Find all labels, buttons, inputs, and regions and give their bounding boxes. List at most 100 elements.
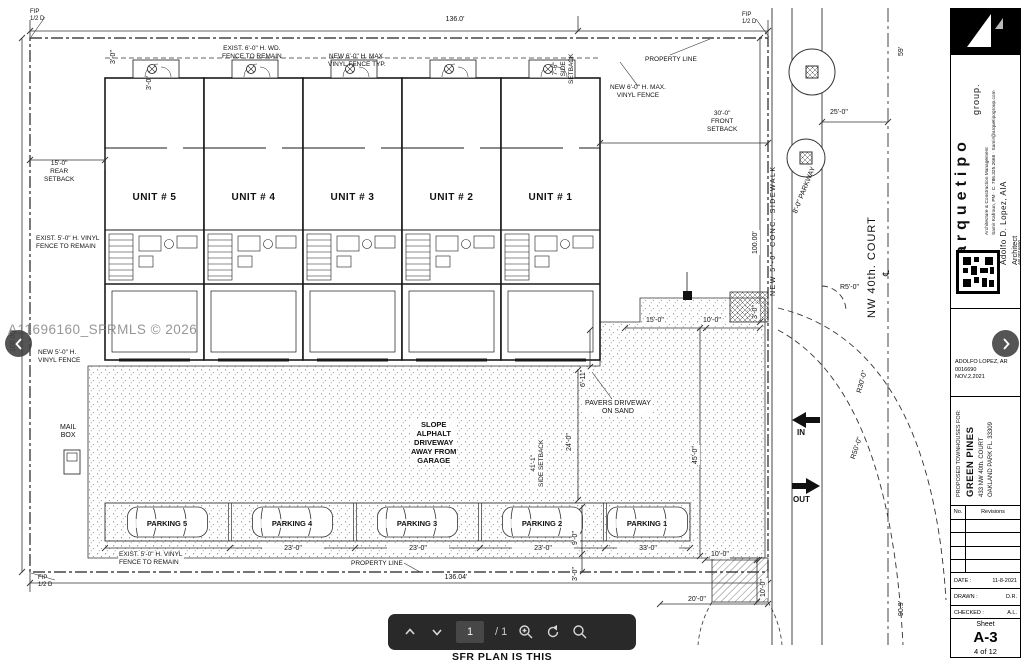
fip-marker-top-left: FIP 1/2 D bbox=[30, 9, 45, 23]
dim-label-3-a: 3'-0" bbox=[110, 50, 117, 64]
arquetipo-logo-mark bbox=[956, 250, 1000, 294]
page-number-input[interactable] bbox=[456, 621, 484, 643]
firm-tagline: Architecture & Construction Management bbox=[985, 147, 990, 235]
drawn-label: DRAWN : bbox=[954, 593, 978, 600]
revisions-empty-row bbox=[951, 533, 1020, 547]
parking-label-4: PARKING 4 bbox=[257, 519, 327, 528]
dim-label-23-b: 23'-0" bbox=[387, 545, 449, 554]
chevron-right-icon bbox=[1002, 337, 1010, 350]
photo-caption: SFR PLAN IS THIS bbox=[452, 651, 553, 663]
arquetipo-logo-triangle-icon bbox=[967, 14, 1003, 47]
unit-label-5: UNIT # 5 bbox=[132, 192, 177, 203]
unit-label-4: UNIT # 4 bbox=[231, 192, 276, 203]
sheet-number-box: Sheet A-3 4 of 12 bbox=[951, 619, 1020, 657]
mailbox-label: MAIL BOX bbox=[60, 424, 77, 440]
document-viewer-toolbar: / 1 bbox=[388, 614, 636, 650]
checked-row: CHECKED : A.L. bbox=[951, 606, 1020, 621]
dim-label-3-bottom: 3'-0" bbox=[572, 566, 581, 582]
slope-note: SLOPE ALPHALT DRIVEWAY AWAY FROM GARAGE bbox=[410, 420, 458, 465]
rotate-button[interactable] bbox=[545, 624, 561, 640]
dim-label-3-b: 3'-0" bbox=[146, 76, 153, 90]
dim-label-45: 45'-0" bbox=[692, 445, 701, 465]
fence-note-vinyl-right: NEW 6'-0" H. MAX. VINYL FENCE bbox=[610, 84, 666, 99]
fence-note-wood-top: EXIST. 6'-0" H. WD. FENCE TO REMAIN bbox=[222, 45, 282, 60]
out-arrow-label: OUT bbox=[793, 495, 810, 504]
street-name-label: NW 40th. COURT bbox=[866, 216, 878, 318]
mls-watermark: A11696160_SFRMLS © 2026 bbox=[8, 322, 198, 337]
street-dim-bottom: 90.9' bbox=[898, 601, 905, 616]
dim-label-10-c: 10'-0" bbox=[760, 578, 769, 598]
architect-name: Adolfo D. Lopez, AIA bbox=[999, 181, 1008, 265]
architect-stamp-box: ADOLFO LOPEZ, AR 0016690 NOV.2.2021 bbox=[951, 309, 1020, 397]
setback-label-front: 30'-0" FRONT SETBACK bbox=[707, 110, 738, 133]
zoom-in-button[interactable] bbox=[518, 624, 534, 640]
chevron-down-icon bbox=[432, 629, 442, 636]
unit-label-1: UNIT # 1 bbox=[528, 192, 573, 203]
prev-photo-button[interactable] bbox=[5, 330, 32, 357]
dim-label-lot-depth-right: 100.00' bbox=[752, 230, 761, 255]
dim-label-lot-width-top: 136.0' bbox=[445, 16, 465, 23]
setback-label-side-top: 7'-6" SIDE SETBACK bbox=[552, 53, 575, 84]
unit-label-2: UNIT # 2 bbox=[429, 192, 474, 203]
fence-note-exist-bottom: EXIST. 5'-0" H. VINYL FENCE TO REMAIN bbox=[118, 551, 184, 567]
dim-label-lot-width-bottom: 136.04' bbox=[425, 574, 487, 583]
in-arrow-label: IN bbox=[797, 428, 805, 437]
dim-label-15: 15'-0" bbox=[645, 317, 665, 326]
property-line-label-top: PROPERTY LINE bbox=[645, 56, 697, 63]
revisions-table: No. Revisions bbox=[951, 506, 1020, 573]
fence-note-exist-left: EXIST. 5'-0" H. VINYL FENCE TO REMAIN bbox=[36, 235, 100, 250]
street-dim-top: 59' bbox=[898, 46, 905, 56]
date-row: DATE : 11-8-2021 bbox=[951, 573, 1020, 590]
parking-label-1: PARKING 1 bbox=[612, 519, 682, 528]
revisions-no-header: No. bbox=[951, 506, 966, 519]
dim-label-9: 9'-0" bbox=[572, 530, 581, 546]
rotate-icon bbox=[548, 625, 559, 638]
dim-label-10-b: 10'-0" bbox=[710, 551, 730, 560]
page-up-button[interactable] bbox=[402, 624, 418, 640]
dim-label-25: 25'-0" bbox=[830, 109, 848, 116]
dim-label-23-a: 23'-0" bbox=[262, 545, 324, 554]
checked-label: CHECKED : bbox=[954, 610, 984, 617]
stamp-name: ADOLFO LOPEZ, AR 0016690 bbox=[955, 359, 1008, 373]
revisions-title-header: Revisions bbox=[981, 509, 1005, 516]
drawn-row: DRAWN : D.R. bbox=[951, 589, 1020, 606]
revisions-empty-row bbox=[951, 519, 1020, 533]
dim-label-33: 33'-0" bbox=[617, 545, 679, 554]
drawn-value: D.R. bbox=[1006, 593, 1017, 600]
firm-contact: Samir Kafroun, PM · C. 786.325.2666 · Sa… bbox=[992, 90, 997, 235]
project-info-box: PROPOSED TOWNHOUSES FOR: GREEN PINES 433… bbox=[951, 397, 1020, 506]
dim-label-24: 24'-0" bbox=[566, 432, 575, 452]
page-total: / 1 bbox=[495, 626, 508, 638]
fip-marker-bottom-left: FIP 1/2 D bbox=[38, 575, 53, 589]
date-label: DATE : bbox=[954, 577, 972, 584]
project-label: PROPOSED TOWNHOUSES FOR: bbox=[956, 409, 962, 497]
next-photo-button[interactable] bbox=[992, 330, 1019, 357]
titleblock: arquetipo group. Architecture & Construc… bbox=[950, 8, 1022, 658]
setback-label-side-mid: 41'-1" SIDE SETBACK bbox=[530, 438, 546, 488]
zoom-button[interactable] bbox=[572, 624, 588, 640]
page-down-button[interactable] bbox=[429, 624, 445, 640]
property-line-label-bottom: PROPERTY LINE bbox=[350, 560, 404, 568]
dim-label-3-right: 3'-0" bbox=[752, 304, 761, 320]
dim-label-10-a: 10'-0" bbox=[702, 317, 722, 326]
brand-text: arquetipo bbox=[953, 137, 970, 255]
parking-label-2: PARKING 2 bbox=[507, 519, 577, 528]
revisions-empty-row bbox=[951, 560, 1020, 573]
magnifier-icon bbox=[573, 625, 587, 639]
architect-registration: AR 0016690 bbox=[1017, 239, 1022, 265]
date-value: 11-8-2021 bbox=[992, 577, 1017, 584]
dim-label-6-11: 6'-11" bbox=[580, 368, 589, 388]
brand-subtext: group. bbox=[971, 83, 981, 115]
stamp-date: NOV.2.2021 bbox=[955, 374, 985, 381]
unit-label-3: UNIT # 3 bbox=[330, 192, 375, 203]
sheet-count: 4 of 12 bbox=[974, 646, 997, 656]
radius-label-r5: R5'-0" bbox=[840, 284, 859, 291]
setback-label-rear: 15'-0" REAR SETBACK bbox=[44, 160, 75, 183]
firm-panel: arquetipo group. Architecture & Construc… bbox=[951, 55, 1022, 309]
sheet-label: Sheet bbox=[976, 620, 995, 628]
project-name: GREEN PINES bbox=[965, 426, 976, 497]
pavers-note: PAVERS DRIVEWAY ON SAND bbox=[584, 400, 652, 417]
revisions-empty-row bbox=[951, 546, 1020, 560]
revisions-header-row: No. Revisions bbox=[951, 506, 1020, 520]
